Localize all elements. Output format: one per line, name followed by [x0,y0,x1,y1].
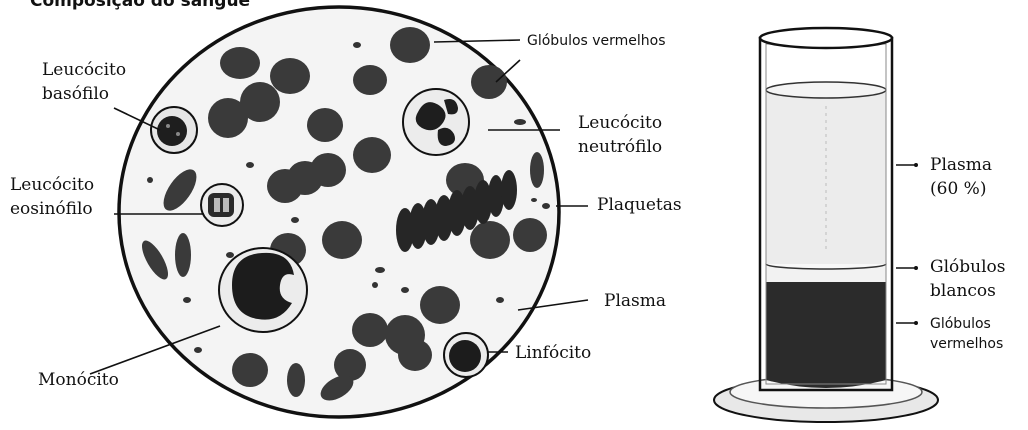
label-leucocito-basofilo: Leucócito [42,60,126,80]
red-blood-cell [175,233,191,277]
red-blood-cell [471,65,507,99]
test-tube [714,28,938,422]
label-plaquetas: Plaquetas [597,195,682,215]
basophil-cell [151,107,197,153]
tube-label-plasma: Plasma [930,155,992,175]
platelet [496,297,504,303]
label-leucocito-eosinofilo-type: eosinófilo [10,199,93,219]
tube-rim [760,28,892,48]
platelet [291,217,299,223]
monocyte-cell [219,248,307,332]
label-globulos-vermelhos: Glóbulos vermelhos [527,33,666,49]
tube-label-plasma-percent: (60 %) [930,179,986,199]
label-plasma: Plasma [604,291,666,311]
label-leucocito-eosinofilo: Leucócito [10,175,94,195]
lymphocyte-cell [444,333,488,377]
red-blood-cell [398,339,432,371]
red-blood-cell [420,286,460,324]
platelet [372,282,378,288]
red-blood-cell [310,153,346,187]
red-blood-cell [240,82,280,122]
red-blood-cell [352,313,388,347]
platelet [401,287,409,293]
platelet [353,42,361,48]
red-blood-cell [353,137,391,173]
platelet [542,203,550,209]
red-blood-cell [470,221,510,259]
tube-label-globulos-vermelhos: Glóbulos [930,316,991,332]
platelet [194,347,202,353]
red-blood-cell [530,152,544,188]
tube-label-globulos-brancos-2: blancos [930,281,996,301]
platelet [147,177,153,183]
blood-smear [119,7,559,417]
red-blood-cell [513,218,547,252]
diagram-title: Composição do sangue [30,0,250,11]
red-blood-cell [353,65,387,95]
red-blood-cell [220,47,260,79]
platelet [375,267,385,273]
red-blood-cell [232,353,268,387]
red-blood-cell [390,27,430,63]
neutrophil-cell [403,89,469,155]
platelet [531,198,537,202]
red-blood-cell [270,58,310,94]
red-blood-cell [334,349,366,381]
eosinophil-cell [201,184,243,226]
red-blood-cell [307,108,343,142]
red-blood-cell [287,363,305,397]
platelet [226,252,234,258]
platelet [183,297,191,303]
tube-label-globulos-vermelhos-2: vermelhos [930,336,1003,352]
tube-label-globulos-brancos: Glóbulos [930,257,1005,277]
label-leucocito-neutrofilo: Leucócito [578,113,662,133]
red-blood-cell [501,170,517,210]
label-leucocito-basofilo-type: basófilo [42,84,109,104]
platelet [246,162,254,168]
label-monocito: Monócito [38,370,119,390]
red-blood-cell [322,221,362,259]
platelet [514,119,526,125]
label-linfocito: Linfócito [515,343,591,363]
label-leucocito-neutrofilo-type: neutrófilo [578,137,662,157]
tube-red-cell-layer [766,282,886,388]
